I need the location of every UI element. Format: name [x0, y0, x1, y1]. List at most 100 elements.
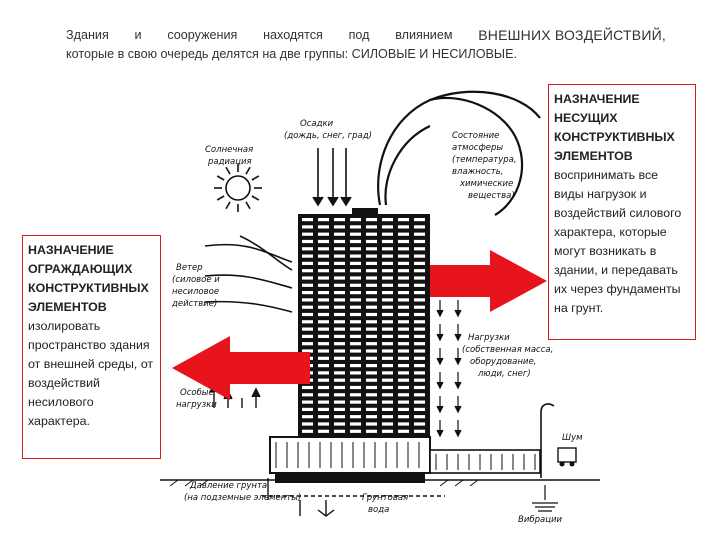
window: [366, 218, 377, 222]
window: [334, 342, 345, 346]
window: [382, 320, 393, 324]
window: [382, 225, 393, 229]
window: [334, 371, 345, 375]
label-groundwater: Грунтовая: [362, 493, 408, 503]
window: [302, 400, 313, 404]
callout-body: воспринимать все виды нагрузок и воздейс…: [554, 168, 682, 315]
window: [334, 298, 345, 302]
label-loads-4: люди, снег): [477, 369, 531, 379]
window: [334, 385, 345, 390]
window: [302, 305, 313, 309]
window: [398, 407, 409, 411]
window: [382, 378, 393, 382]
window: [398, 378, 409, 382]
window: [366, 283, 377, 287]
window: [334, 429, 345, 433]
window: [382, 239, 393, 244]
vehicle-icon: [557, 447, 577, 467]
window: [350, 342, 361, 346]
window: [334, 291, 345, 295]
window: [398, 305, 409, 309]
window: [302, 334, 313, 338]
window: [414, 327, 425, 331]
window: [350, 400, 361, 404]
label-soil: Давление грунта: [189, 481, 267, 491]
window: [382, 232, 393, 236]
window: [414, 298, 425, 302]
window: [350, 371, 361, 375]
window: [334, 305, 345, 309]
window: [318, 429, 329, 433]
intro-word: сооружения: [167, 28, 238, 42]
window: [398, 254, 409, 258]
label-loads: Нагрузки: [468, 333, 510, 343]
window: [318, 283, 329, 287]
window: [414, 261, 425, 265]
window: [382, 349, 393, 353]
window: [334, 393, 345, 397]
window: [398, 320, 409, 324]
label-atmosphere-6: вещества): [468, 191, 515, 201]
window: [350, 385, 361, 390]
window: [366, 320, 377, 324]
callout-heading: НАЗНАЧЕНИЕ ОГРАЖДАЮЩИХ КОНСТРУКТИВНЫХ ЭЛ…: [28, 243, 149, 314]
red-arrow-left: [172, 336, 310, 400]
window: [382, 422, 393, 426]
window: [334, 232, 345, 236]
window: [350, 320, 361, 324]
window: [382, 342, 393, 346]
window: [350, 415, 361, 419]
window: [414, 349, 425, 353]
window: [398, 327, 409, 331]
callout-enclosing-elements: НАЗНАЧЕНИЕ ОГРАЖДАЮЩИХ КОНСТРУКТИВНЫХ ЭЛ…: [22, 235, 161, 459]
window: [366, 407, 377, 411]
label-solar-2: радиация: [207, 157, 252, 167]
window: [414, 232, 425, 236]
wind-arrows: [204, 235, 293, 313]
window: [350, 276, 361, 280]
window: [414, 283, 425, 287]
window: [302, 254, 313, 258]
window: [382, 364, 393, 368]
window: [318, 349, 329, 353]
window: [414, 254, 425, 258]
window: [398, 276, 409, 280]
label-special: Особые: [180, 388, 214, 398]
window: [302, 407, 313, 411]
window: [382, 393, 393, 397]
building-tower: [298, 208, 430, 438]
intro-word: находятся: [263, 28, 323, 42]
window: [334, 334, 345, 338]
window: [318, 291, 329, 295]
window: [398, 312, 409, 317]
precipitation-arrows: [312, 148, 352, 207]
window: [350, 334, 361, 338]
window: [350, 291, 361, 295]
window: [414, 415, 425, 419]
label-wind: Ветер: [176, 263, 203, 273]
window: [302, 247, 313, 251]
window: [398, 349, 409, 353]
window: [334, 327, 345, 331]
window: [350, 232, 361, 236]
window: [414, 393, 425, 397]
window: [366, 327, 377, 331]
intro-word: влиянием: [395, 28, 453, 42]
window: [414, 239, 425, 244]
window: [366, 269, 377, 273]
window: [414, 407, 425, 411]
vibration-marks: [532, 485, 558, 512]
window: [414, 422, 425, 426]
window: [350, 218, 361, 222]
window: [318, 422, 329, 426]
window: [302, 298, 313, 302]
callout-load-bearing-elements: НАЗНАЧЕНИЕ НЕСУЩИХ КОНСТРУКТИВНЫХ ЭЛЕМЕН…: [548, 84, 696, 340]
window: [334, 269, 345, 273]
window: [414, 378, 425, 382]
window: [414, 371, 425, 375]
window: [302, 342, 313, 346]
window: [366, 247, 377, 251]
window: [318, 415, 329, 419]
window: [382, 407, 393, 411]
label-special-2: нагрузки: [176, 400, 217, 410]
